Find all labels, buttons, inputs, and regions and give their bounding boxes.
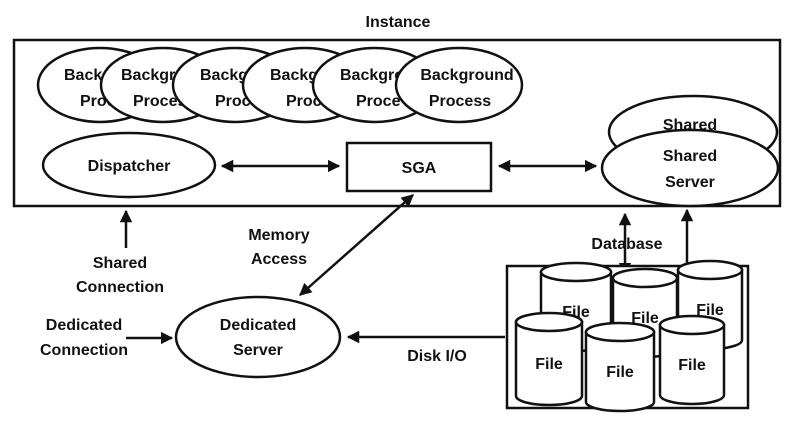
sga-label: SGA bbox=[402, 160, 437, 177]
background-process-5-line1: Backgro bbox=[340, 67, 404, 84]
memory-access-line2: Access bbox=[251, 251, 307, 268]
file-label-4: File bbox=[535, 356, 563, 373]
file-label-3: File bbox=[696, 302, 724, 319]
file-label-2: File bbox=[631, 310, 659, 327]
shared-server-front-line2: Server bbox=[665, 174, 715, 191]
shared-connection-line1: Shared bbox=[93, 255, 147, 272]
file-cylinder-4: File bbox=[514, 311, 584, 407]
sga: SGA bbox=[345, 141, 493, 193]
shared-server-front bbox=[600, 128, 780, 208]
background-process-6: Background Process bbox=[394, 46, 524, 124]
file-label-6: File bbox=[678, 357, 706, 374]
file-label-5: File bbox=[606, 364, 634, 381]
dedicated-connection-line1: Dedicated bbox=[46, 317, 122, 334]
shared-server-stack: Shared Shared Server bbox=[600, 94, 780, 208]
memory-access-line1: Memory bbox=[248, 227, 309, 244]
dedicated-server-line2: Server bbox=[233, 342, 283, 359]
shared-connection-line2: Connection bbox=[76, 279, 164, 296]
dispatcher: Dispatcher bbox=[41, 131, 217, 199]
shared-server-front-line1: Shared bbox=[663, 148, 717, 165]
background-process-2-line1: Backgro bbox=[121, 67, 185, 84]
dedicated-server-line1: Dedicated bbox=[220, 317, 296, 334]
background-process-6-line2: Process bbox=[429, 93, 491, 110]
background-process-6-line1: Background bbox=[420, 67, 513, 84]
dedicated-connection-line2: Connection bbox=[40, 342, 128, 359]
background-process-group: Backgro Proce Backgro Process Backgro Pr… bbox=[36, 46, 524, 124]
instance-label: Instance bbox=[366, 14, 431, 31]
dispatcher-label: Dispatcher bbox=[88, 158, 171, 175]
file-cylinder-5: File bbox=[584, 321, 656, 413]
dedicated-server: Dedicated Server bbox=[174, 295, 342, 379]
file-cylinder-6: File bbox=[658, 314, 726, 406]
background-process-5-line2: Proce bbox=[356, 93, 401, 110]
database-label: Database bbox=[591, 236, 662, 253]
disk-io-label: Disk I/O bbox=[407, 348, 467, 365]
memory-access-arrow bbox=[299, 194, 414, 296]
